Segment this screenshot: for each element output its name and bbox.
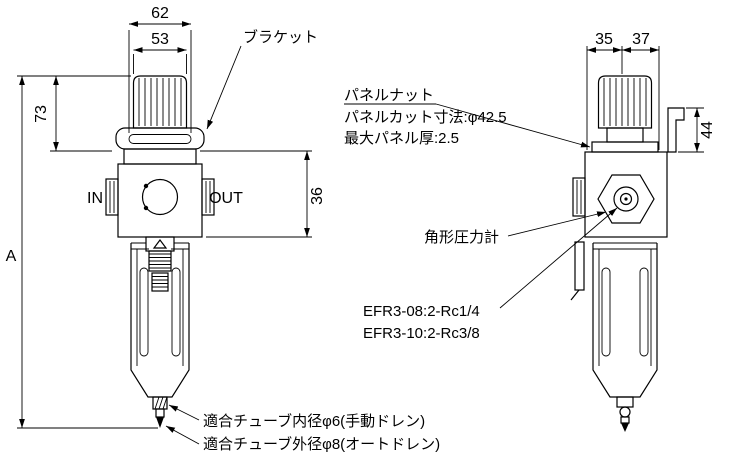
gauge-port: [613, 186, 639, 212]
side-dim-37-label: 37: [632, 31, 650, 48]
gauge-face: [141, 178, 179, 216]
front-dim-A-label: A: [6, 248, 17, 265]
front-dim-36-label: 36: [309, 187, 326, 205]
gauge-port-plug: [619, 192, 633, 206]
drain-manual-label: 適合チューブ内径φ6(手動ドレン): [203, 412, 425, 430]
side-dim-35-37: 35 37: [586, 31, 660, 150]
side-body: [572, 151, 668, 238]
port-spec-2-label: EFR3-10:2-Rc3/8: [363, 325, 480, 342]
gauge-screw: [143, 183, 149, 189]
port-boss-right: [201, 178, 215, 216]
out-label: OUT: [209, 190, 243, 207]
gauge-callout: 角形圧力計: [424, 211, 607, 246]
front-dim-73: 73: [17, 75, 131, 152]
bracket-label: ブラケット: [243, 28, 318, 46]
front-flange: [123, 148, 197, 165]
side-port-boss: [572, 177, 586, 217]
port-spec-callout: EFR3-08:2-Rc1/4 EFR3-10:2-Rc3/8: [363, 207, 618, 342]
panel-thickness-label: 最大パネル厚:2.5: [344, 130, 459, 147]
gauge-label: 角形圧力計: [424, 229, 499, 246]
front-dim-62-label: 62: [151, 5, 169, 22]
drain-callout: 適合チューブ内径φ6(手動ドレン) 適合チューブ外径φ8(オートドレン): [165, 404, 440, 453]
front-view: 62 53: [6, 5, 326, 429]
bowl-latch: [570, 241, 585, 301]
bowl-window-right: [171, 267, 181, 357]
side-bracket: [667, 107, 685, 153]
panel-nut: [591, 141, 659, 153]
side-bowl: [592, 242, 658, 398]
port-boss-left: [105, 178, 119, 216]
knob-base: [606, 127, 644, 143]
front-body: [105, 163, 215, 238]
bowl-window-right: [639, 267, 649, 357]
gauge-hex: [597, 174, 655, 224]
side-view: 35 37 44: [570, 31, 716, 432]
front-dim-53: 53: [133, 31, 187, 74]
side-drain-fitting: [616, 396, 634, 432]
in-label: IN: [87, 190, 103, 207]
bowl-window-left: [139, 267, 149, 357]
front-drain-fitting: [152, 396, 168, 428]
bowl-window-left: [601, 267, 611, 357]
front-dim-62: 62: [128, 5, 192, 133]
port-spec-1-label: EFR3-08:2-Rc1/4: [363, 303, 480, 320]
callouts: パネルナット パネルカット寸法:φ42.5 最大パネル厚:2.5 角形圧力計 E…: [165, 87, 618, 453]
panel-nut-label: パネルナット: [344, 87, 434, 104]
front-lock-sleeve: [145, 236, 175, 292]
drain-auto-label: 適合チューブ外径φ8(オートドレン): [203, 435, 440, 453]
front-dim-36: 36: [200, 150, 326, 238]
knob-outline: [132, 75, 188, 129]
gauge-screw: [143, 205, 149, 211]
side-regulator-knob: [597, 75, 653, 143]
panel-cut-label: パネルカット寸法:φ42.5: [344, 109, 507, 126]
front-dim-53-label: 53: [151, 31, 169, 48]
front-bowl: [130, 242, 190, 398]
side-dim-35-label: 35: [595, 31, 613, 48]
side-dim-44-label: 44: [699, 121, 716, 139]
front-dim-A: A: [6, 76, 158, 429]
panel-nut-callout: パネルナット パネルカット寸法:φ42.5 最大パネル厚:2.5: [344, 87, 591, 148]
bracket-callout: ブラケット: [206, 28, 318, 130]
front-dim-73-label: 73: [33, 105, 50, 123]
knob-ribs: [138, 78, 182, 126]
side-dim-44: 44: [678, 107, 716, 153]
front-regulator-knob: [132, 75, 188, 129]
